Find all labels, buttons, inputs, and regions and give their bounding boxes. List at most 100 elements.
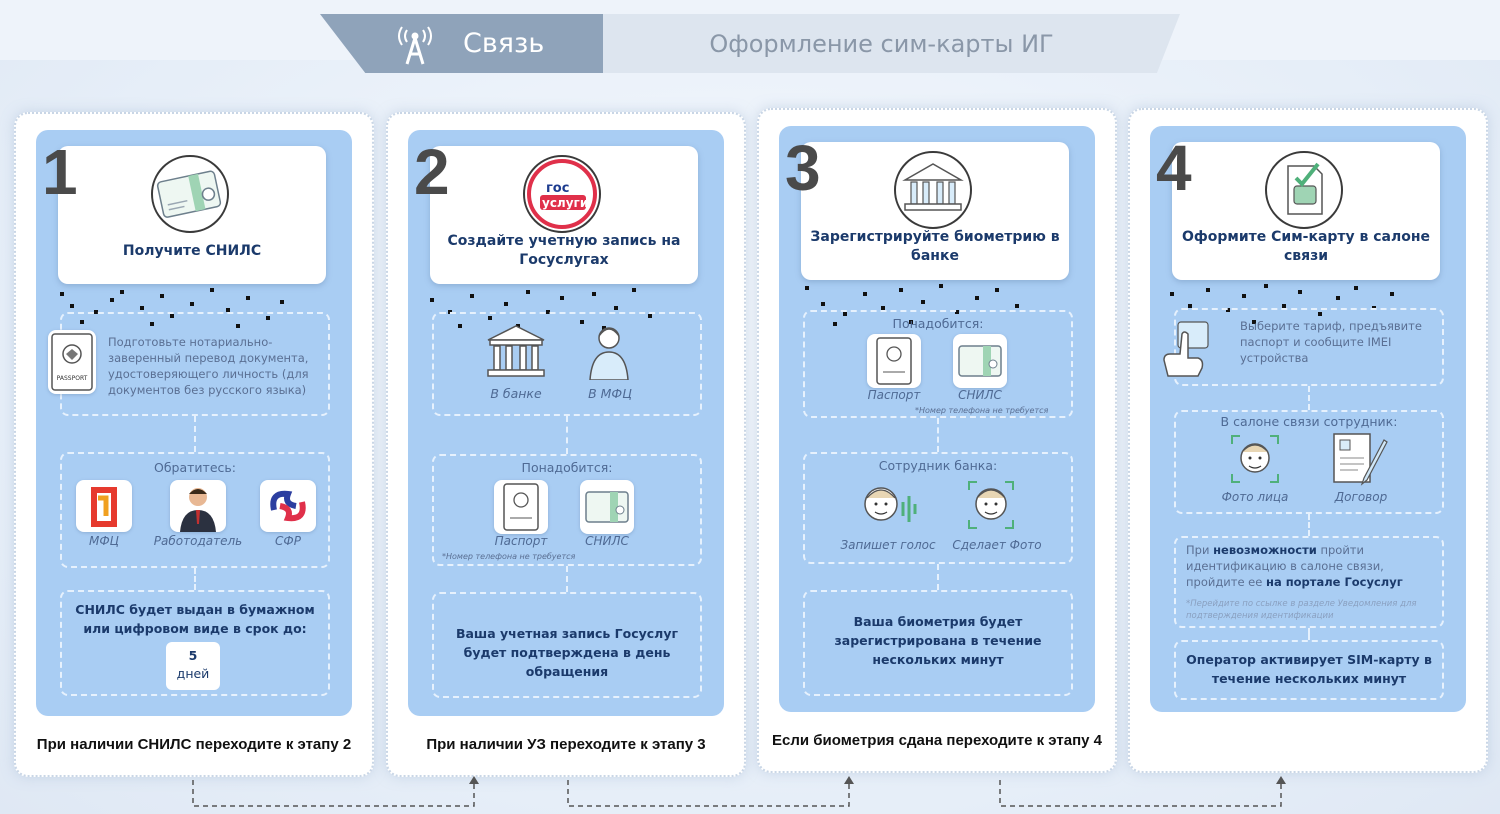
days-label: дней xyxy=(176,666,210,681)
mfc-icon xyxy=(76,480,132,532)
stage-4-title-card: Оформите Сим-карту в салоне связи xyxy=(1172,142,1440,280)
connector xyxy=(566,416,568,454)
stage-3-result-box: Ваша биометрия будет зарегистрирована в … xyxy=(803,590,1073,696)
stage-2-title-card: гос услуги Создайте учетную запись на Го… xyxy=(430,146,698,284)
face-photo-icon xyxy=(968,481,1014,529)
stage-4-choose-text: Выберите тариф, предъявите паспорт и соо… xyxy=(1240,319,1422,365)
stage-4-title: Оформите Сим-карту в салоне связи xyxy=(1181,229,1431,264)
passport-doc-icon xyxy=(494,480,548,534)
stage-2-number: 2 xyxy=(414,136,450,208)
stage-1-title: Получите СНИЛС xyxy=(122,243,262,259)
header-subtitle: Оформление сим-карты ИГ xyxy=(709,29,1054,58)
stage-1-contact-label: Обратитесь: xyxy=(154,460,236,475)
svg-text:PASSPORT: PASSPORT xyxy=(57,375,88,382)
stage-3-needs-box: Понадобится: Паспорт СНИЛС *Номер телефо… xyxy=(803,310,1073,418)
action-voice: Запишет голос xyxy=(840,538,936,552)
connector xyxy=(194,416,196,452)
connector xyxy=(937,418,939,452)
contact-mfc: МФЦ xyxy=(89,534,119,548)
svg-text:услуги: услуги xyxy=(542,196,588,210)
header-banner: Связь Оформление сим-карты ИГ xyxy=(320,14,1180,73)
fallback-mid: пройти идентификацию в салоне связи, про… xyxy=(1186,543,1384,589)
stage-4-staff-box: В салоне связи сотрудник: Фото лица Дог xyxy=(1174,410,1444,514)
stage-3-panel: Зарегистрируйте биометрию в банке 3 Пона… xyxy=(779,126,1095,712)
stage-3-result: Ваша биометрия будет зарегистрирована в … xyxy=(834,614,1042,667)
passport-icon: PASSPORT xyxy=(48,330,96,394)
stage-3-staff-label: Сотрудник банка: xyxy=(878,458,998,473)
days-badge: 5 дней xyxy=(166,642,220,690)
stage-2-result-box: Ваша учетная запись Госуслуг будет подтв… xyxy=(432,592,702,698)
header-category: Связь xyxy=(320,14,603,73)
sim-card-icon xyxy=(1265,151,1343,229)
stage-4-choose-box: Выберите тариф, предъявите паспорт и соо… xyxy=(1163,308,1444,386)
stage-2: гос услуги Создайте учетную запись на Го… xyxy=(386,112,746,777)
stage-2-bottom: При наличии УЗ переходите к этапу 3 xyxy=(426,736,706,753)
stage-3-title-card: Зарегистрируйте биометрию в банке xyxy=(801,142,1069,280)
stage-2-places-box: В банке В МФЦ xyxy=(432,312,702,416)
stage-2-result: Ваша учетная запись Госуслуг будет подтв… xyxy=(455,626,679,679)
connector xyxy=(1308,628,1310,640)
stage-3-need-label: Понадобится: xyxy=(892,316,984,331)
stage-1-prep-note: (для документов без русского языка) xyxy=(108,367,309,397)
place-bank: В банке xyxy=(490,386,542,401)
stage-4: Оформите Сим-карту в салоне связи 4 Выбе… xyxy=(1128,108,1488,773)
gosuslugi-logo-icon: гос услуги xyxy=(523,155,601,233)
stage-4-staff-label: В салоне связи сотрудник: xyxy=(1220,414,1398,429)
snils-doc-icon xyxy=(580,480,634,534)
stage-2-title: Создайте учетную запись на Госуслугах xyxy=(447,233,681,268)
face-photo-icon xyxy=(1231,435,1279,483)
stage-1-prep-main: Подготовьте нотариально-заверенный перев… xyxy=(108,335,309,381)
action-photo: Сделает Фото xyxy=(952,538,1042,552)
voice-record-icon xyxy=(864,487,917,522)
connector xyxy=(1308,514,1310,536)
sfr-icon xyxy=(260,480,316,532)
stage-connector-arrows xyxy=(192,776,1286,807)
stage-1-contact-box: Обратитесь: xyxy=(60,452,330,568)
stage-1-panel: Получите СНИЛС 1 PASSPORT xyxy=(36,130,352,716)
stage-1-prep-text: Подготовьте нотариально-заверенный перев… xyxy=(108,334,330,398)
doc-passport: Паспорт xyxy=(867,388,921,402)
snils-doc-icon xyxy=(953,334,1007,388)
stage-2-panel: гос услуги Создайте учетную запись на Го… xyxy=(408,130,724,716)
stage-1-bottom: При наличии СНИЛС переходите к этапу 2 xyxy=(36,736,352,753)
hand-touch-icon xyxy=(1163,321,1209,377)
header-subtitle-area: Оформление сим-карты ИГ xyxy=(603,14,1180,73)
stage-1-result-box: СНИЛС будет выдан в бумажном или цифрово… xyxy=(60,590,330,696)
stage-3-pixel-decoration xyxy=(805,284,1019,326)
stage-4-fallback-note: *Перейдите по ссылке в разделе Уведомлен… xyxy=(1186,599,1417,621)
stage-3: Зарегистрируйте биометрию в банке 3 Пона… xyxy=(757,108,1117,773)
stage-4-result-box: Оператор активирует SIM-карту в течение … xyxy=(1174,640,1444,700)
stage-3-number: 3 xyxy=(785,132,821,204)
action-face-photo: Фото лица xyxy=(1221,490,1289,504)
stage-4-panel: Оформите Сим-карту в салоне связи 4 Выбе… xyxy=(1150,126,1466,712)
stage-4-fallback-box: При невозможности пройти идентификацию в… xyxy=(1174,536,1444,628)
contract-icon xyxy=(1333,433,1388,486)
stage-3-staff-box: Сотрудник банка: xyxy=(803,452,1073,564)
stage-1-number: 1 xyxy=(42,136,78,208)
stage-1-title-card: Получите СНИЛС xyxy=(58,146,326,284)
stage-4-fallback-text: При невозможности пройти идентификацию в… xyxy=(1186,542,1440,590)
bank-icon xyxy=(894,151,972,229)
connector xyxy=(1308,386,1310,410)
contact-sfr: СФР xyxy=(275,534,301,548)
employer-icon xyxy=(170,480,226,532)
stage-3-bottom: Если биометрия сдана переходите к этапу … xyxy=(772,732,1102,749)
fallback-bold-1: невозможности xyxy=(1213,543,1317,557)
header-title: Связь xyxy=(463,28,545,59)
stage-2-note: *Номер телефона не требуется xyxy=(442,552,576,561)
stage-3-note: *Номер телефона не требуется xyxy=(915,406,1049,415)
stage-1-prep-box: PASSPORT Подготовьте нотариально-заверен… xyxy=(48,312,330,416)
stage-1-result: СНИЛС будет выдан в бумажном или цифрово… xyxy=(75,602,315,636)
connector xyxy=(194,568,196,590)
doc-snils: СНИЛС xyxy=(585,534,629,548)
stage-1-pixel-decoration xyxy=(60,288,284,328)
snils-card-icon xyxy=(151,155,229,233)
doc-snils: СНИЛС xyxy=(958,388,1002,402)
place-mfc: В МФЦ xyxy=(588,386,632,401)
mfc-staff-icon xyxy=(589,327,629,380)
connector xyxy=(566,566,568,592)
stage-3-title: Зарегистрируйте биометрию в банке xyxy=(810,229,1060,264)
action-contract: Договор xyxy=(1334,490,1388,504)
bank-building-icon xyxy=(487,325,545,377)
fallback-pre: При xyxy=(1186,543,1214,557)
